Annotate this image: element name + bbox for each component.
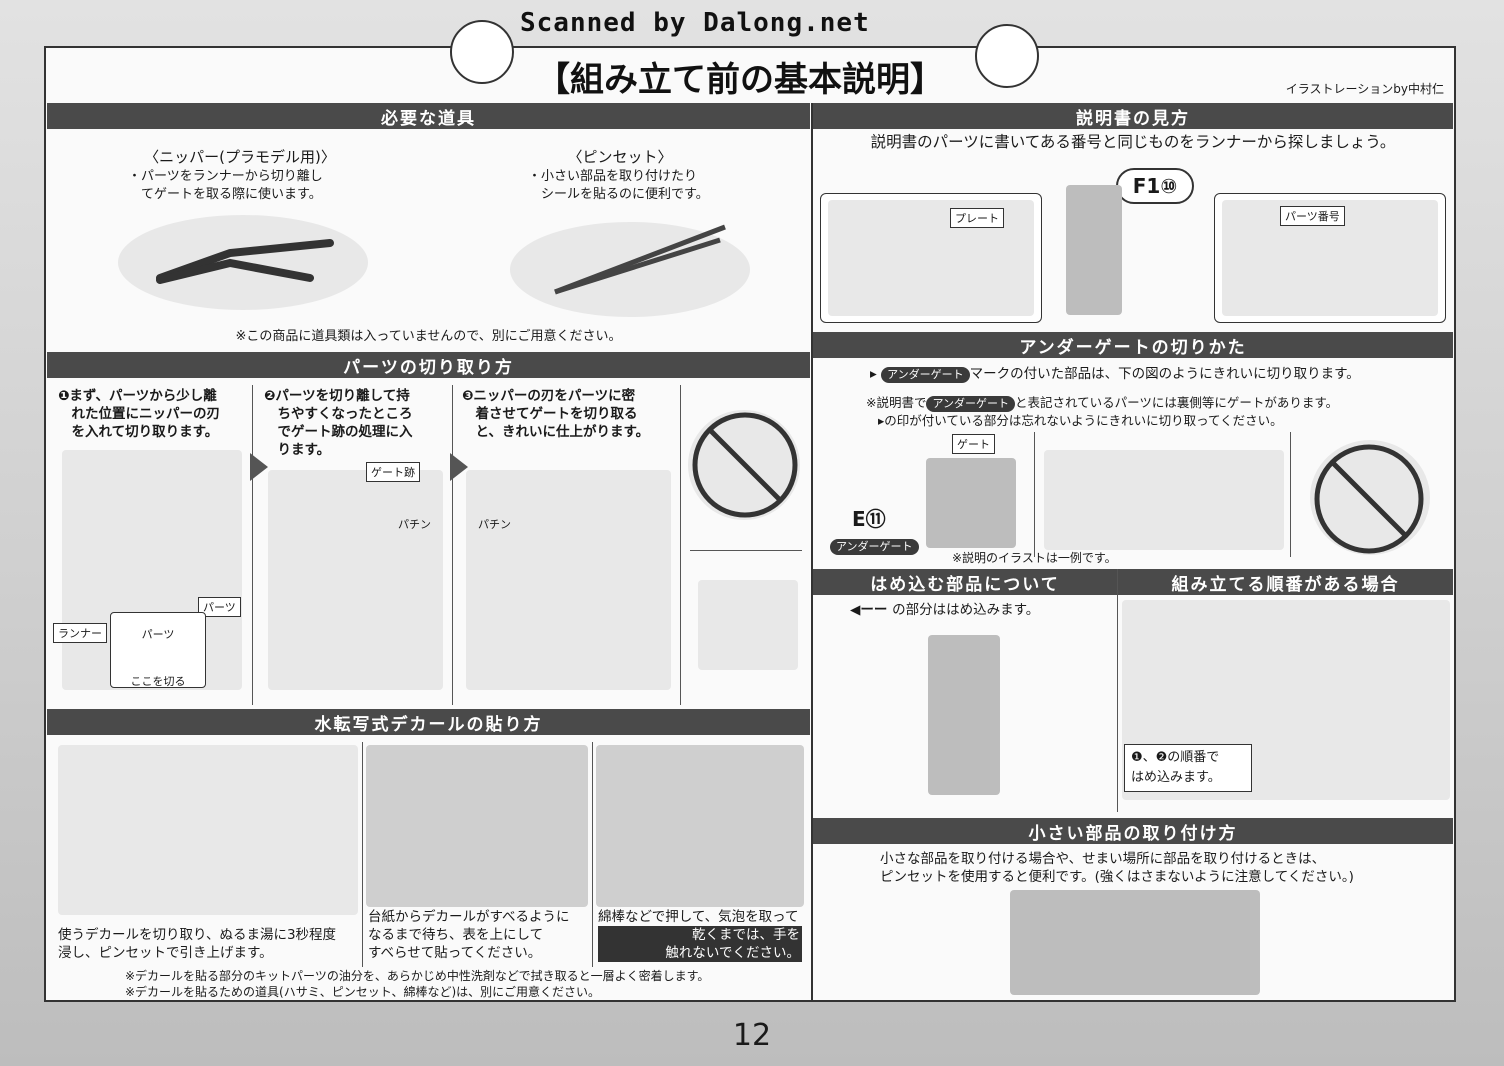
column-divider (811, 103, 813, 1000)
step-arrow-icon (250, 453, 268, 481)
nipper-icon (156, 239, 334, 284)
cutting-step-1: ❶まず、パーツから少し離 れた位置にニッパーの刃 を入れて切り取ります。 (58, 388, 220, 440)
cutting-divider-3 (680, 385, 681, 705)
prohibited-icon (1314, 444, 1424, 554)
fit-description: ◀ーー の部分ははめ込みます。 (850, 601, 1039, 619)
decal-step2-illustration (366, 745, 588, 907)
fit-heading: はめ込む部品について (813, 569, 1117, 595)
small-parts-heading: 小さい部品の取り付け方 (813, 818, 1453, 844)
cut-here-inset (110, 612, 206, 688)
small-parts-description: 小さな部品を取り付ける場合や、せまい場所に部品を取り付けるときは、 ピンセットを… (880, 851, 1354, 885)
order-callout: ❶、❷の順番で はめ込みます。 (1124, 744, 1252, 792)
undergate-example-note: ※説明のイラストは一例です。 (952, 551, 1117, 565)
prohibited-icon (692, 412, 798, 518)
gate-label: ゲート (952, 434, 995, 454)
undergate-tag-2: アンダーゲート (926, 396, 1016, 412)
decal-note-2: ※デカールを貼るための道具(ハサミ、ピンセット、綿棒など)は、別にご用意ください… (125, 985, 600, 999)
nipper-description: ・パーツをランナーから切り離し てゲートを取る際に使います。 (128, 169, 323, 202)
undergate-note-a-prefix: ※説明書で (866, 395, 927, 410)
manual-description: 説明書のパーツに書いてある番号と同じものをランナーから探しましょう。 (870, 133, 1396, 151)
good-example-illustration (698, 580, 798, 670)
decal-step-1: 使うデカールを切り取り、ぬるま湯に3秒程度 浸し、ピンセットで引き上げます。 (58, 927, 337, 961)
dashed-arrow-icon: ◀ーー (850, 602, 893, 618)
cutting-heading: パーツの切り取り方 (47, 352, 810, 378)
gate-mark-label: ゲート跡 (366, 462, 420, 482)
undergate-part-tag: アンダーゲート (830, 538, 919, 556)
fit-illustration (928, 635, 1000, 795)
tweezers-icon (554, 224, 726, 295)
part-code-badge: F1⑩ (1116, 168, 1194, 204)
plate-label: プレート (950, 208, 1004, 228)
decal-step-2: 台紙からデカールがすべるように なるまで待ち、表を上にして すべらせて貼ってくだ… (368, 909, 570, 961)
page-number: 12 (732, 1018, 772, 1053)
snip-sound-1: パチン (478, 518, 511, 531)
part-number-label: パーツ番号 (1280, 206, 1345, 226)
scan-watermark: Scanned by Dalong.net (520, 8, 870, 38)
decal-step-3b-warning: 乾くまでは、手を 触れないでください。 (598, 926, 802, 962)
decal-step1-illustration (58, 745, 358, 915)
cutting-illustration-2 (268, 470, 443, 690)
decal-step3-illustration (596, 745, 804, 907)
nipper-title: 〈ニッパー(プラモデル用)〉 (144, 148, 336, 166)
decal-divider-1 (362, 742, 363, 967)
illustration-credit: イラストレーションby中村仁 (1285, 82, 1444, 96)
tools-heading: 必要な道具 (47, 103, 810, 129)
fit-description-text: の部分ははめ込みます。 (892, 602, 1040, 618)
inset-parts-label: パーツ (141, 628, 175, 641)
runner-label: ランナー (53, 623, 107, 643)
character-right-illustration (975, 24, 1039, 88)
cutting-illustration-3 (466, 470, 671, 690)
cutting-step-2: ❷パーツを切り離して持 ちやすくなったところ でゲート跡の処理に入 ります。 (264, 388, 413, 458)
undergate-divider-2 (1290, 432, 1291, 557)
undergate-note-b: ▸の印が付いている部分は忘れないようにきれいに切り取ってください。 (878, 413, 1283, 428)
undergate-note-a: ※説明書でアンダーゲートと表記されているパーツには裏側等にゲートがあります。 (866, 394, 1338, 412)
page-title: 【組み立て前の基本説明】 (536, 59, 944, 100)
small-parts-illustration (1010, 890, 1260, 995)
undergate-part-illustration (926, 458, 1016, 548)
example-divider (690, 550, 802, 551)
undergate-heading: アンダーゲートの切りかた (813, 332, 1453, 358)
tweezers-description: ・小さい部品を取り付けたり シールを貼るのに便利です。 (528, 169, 709, 202)
step-arrow-icon (450, 453, 468, 481)
undergate-line-1-text: マークの付いた部品は、下の図のようにきれいに切り取ります。 (969, 366, 1360, 382)
undergate-part-code: E⑪ (852, 507, 886, 531)
undergate-tag: アンダーゲート (881, 367, 970, 383)
order-heading: 組み立てる順番がある場合 (1118, 569, 1453, 595)
character-left-illustration (450, 20, 514, 84)
snip-sound-2: パチン (398, 518, 431, 531)
cut-here-label: ここを切る (130, 675, 186, 688)
undergate-note-a-text: と表記されているパーツには裏側等にゲートがあります。 (1015, 395, 1339, 410)
cutting-divider-1 (252, 385, 253, 705)
parts-label: パーツ (198, 597, 241, 617)
part-illustration (1066, 185, 1122, 315)
fit-order-divider (1117, 569, 1118, 812)
decal-note-1: ※デカールを貼る部分のキットパーツの油分を、あらかじめ中性洗剤などで拭き取ると一… (125, 969, 710, 983)
undergate-line-1: ▸ アンダーゲートマークの付いた部品は、下の図のようにきれいに切り取ります。 (870, 366, 1360, 383)
cutting-divider-2 (452, 385, 453, 705)
undergate-cut-illustration (1044, 450, 1284, 550)
tools-note: ※この商品に道具類は入っていませんので、別にご用意ください。 (235, 329, 622, 344)
decal-divider-2 (592, 742, 593, 967)
undergate-part-tag-label: アンダーゲート (830, 539, 919, 555)
manual-heading: 説明書の見方 (813, 103, 1453, 129)
undergate-divider-1 (1034, 432, 1035, 557)
cutting-step-3: ❸ニッパーの刃をパーツに密 着させてゲートを切り取る と、きれいに仕上がります。 (462, 388, 650, 440)
decal-heading: 水転写式デカールの貼り方 (47, 709, 810, 735)
tweezers-title: 〈ピンセット〉 (567, 148, 673, 166)
